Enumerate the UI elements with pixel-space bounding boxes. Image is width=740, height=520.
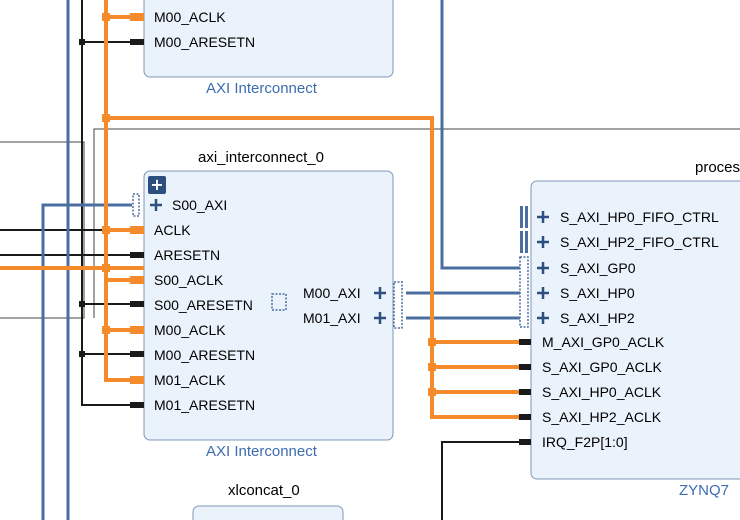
top-port-m00-aclk: M00_ACLK (154, 9, 226, 25)
ps-title: proces (695, 159, 740, 176)
bus-connectors[interactable] (132, 193, 529, 329)
port-m01-aresetn[interactable]: M01_ARESETN (154, 397, 256, 413)
port-s00-aresetn[interactable]: S00_ARESETN (154, 297, 253, 313)
axi-bus-nets[interactable] (41, 0, 520, 520)
interconnect-subtitle: AXI Interconnect (206, 443, 317, 460)
reset-net-junctions (79, 39, 85, 357)
processing-system-block[interactable] (530, 180, 740, 480)
xlconcat-0-block[interactable] (192, 505, 344, 520)
top-port-m00-aresetn: M00_ARESETN (154, 34, 256, 50)
port-m01-axi[interactable]: M01_AXI (303, 310, 361, 326)
interface-plus-icons[interactable] (150, 199, 549, 324)
ps-port-s-axi-hp2[interactable]: S_AXI_HP2 (560, 310, 635, 326)
port-m01-aclk[interactable]: M01_ACLK (154, 372, 226, 388)
port-s00-axi[interactable]: S00_AXI (172, 197, 228, 213)
ps-port-s-axi-hp2-fifo-ctrl[interactable]: S_AXI_HP2_FIFO_CTRL (560, 234, 719, 250)
clock-net-junctions (102, 13, 436, 396)
top-block-subtitle: AXI Interconnect (206, 80, 317, 97)
ps-port-s-axi-hp2-aclk[interactable]: S_AXI_HP2_ACLK (542, 409, 662, 425)
ps-port-s-axi-gp0[interactable]: S_AXI_GP0 (560, 260, 636, 276)
ps-port-s-axi-gp0-aclk[interactable]: S_AXI_GP0_ACLK (542, 359, 662, 375)
ps-port-s-axi-hp0-aclk[interactable]: S_AXI_HP0_ACLK (542, 384, 662, 400)
ps-port-stubs (519, 339, 531, 445)
port-m00-aresetn[interactable]: M00_ARESETN (154, 347, 256, 363)
port-m00-aclk[interactable]: M00_ACLK (154, 322, 226, 338)
expand-icon[interactable]: + (148, 176, 166, 194)
xlconcat-title: xlconcat_0 (228, 482, 300, 499)
ps-port-s-axi-hp0-fifo-ctrl[interactable]: S_AXI_HP0_FIFO_CTRL (560, 209, 719, 225)
port-aclk[interactable]: ACLK (154, 222, 191, 238)
port-m00-axi[interactable]: M00_AXI (303, 285, 361, 301)
interconnect-title: axi_interconnect_0 (198, 149, 324, 166)
fifo-ctrl-bars (520, 206, 528, 253)
port-aresetn[interactable]: ARESETN (154, 247, 221, 263)
ps-port-m-axi-gp0-aclk[interactable]: M_AXI_GP0_ACLK (542, 334, 665, 350)
port-s00-aclk[interactable]: S00_ACLK (154, 272, 224, 288)
interconnect-port-stubs (106, 13, 144, 408)
ps-subtitle: ZYNQ7 (679, 482, 730, 499)
ps-port-irq-f2p[interactable]: IRQ_F2P[1:0] (542, 434, 628, 450)
top-interconnect-block[interactable] (143, 0, 394, 78)
ps-port-s-axi-hp0[interactable]: S_AXI_HP0 (560, 285, 635, 301)
